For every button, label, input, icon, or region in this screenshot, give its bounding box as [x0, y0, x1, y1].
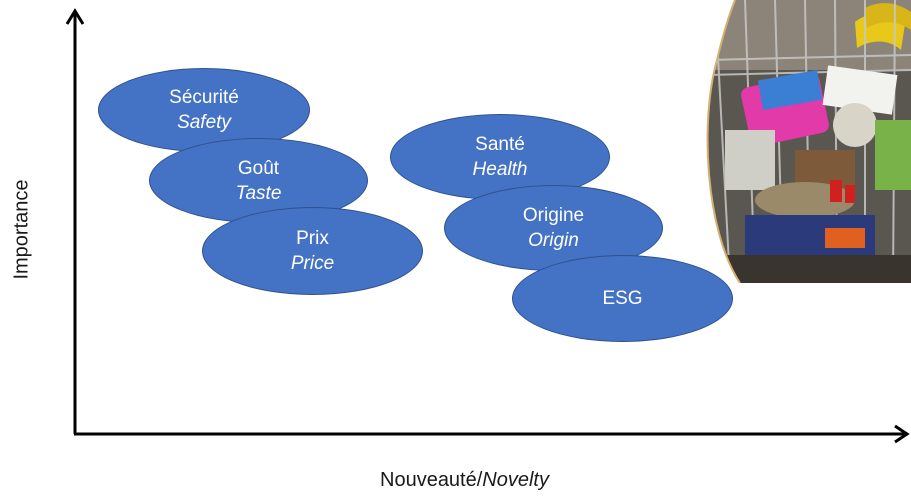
bubble-origin-fr: Origine [522, 205, 585, 226]
y-axis-label: Importance [10, 179, 33, 280]
bubble-safety-en: Safety [177, 112, 231, 133]
bubble-price-fr: Prix [296, 228, 329, 249]
bubble-origin-en: Origin [528, 230, 579, 251]
bubble-price: Prix Price [202, 207, 423, 295]
bubble-health-fr: Santé [475, 134, 525, 155]
bubble-taste-fr: Goût [237, 157, 280, 179]
bubble-price-en: Price [290, 253, 335, 274]
x-axis-label: Nouveauté/Novelty [380, 469, 549, 492]
bubble-esg: ESG [512, 255, 733, 342]
x-axis-label-en: Novelty [482, 469, 549, 491]
shopping-cart-photo [706, 0, 911, 283]
bubble-taste-en: Taste [235, 182, 282, 204]
y-axis-arrowhead [65, 8, 85, 25]
x-axis-label-fr: Nouveauté/ [380, 469, 483, 491]
bubble-esg-label: ESG [602, 288, 643, 309]
x-axis-arrowhead [894, 424, 910, 444]
bubble-health-en: Health [472, 159, 528, 180]
bubble-safety-fr: Sécurité [169, 87, 239, 108]
